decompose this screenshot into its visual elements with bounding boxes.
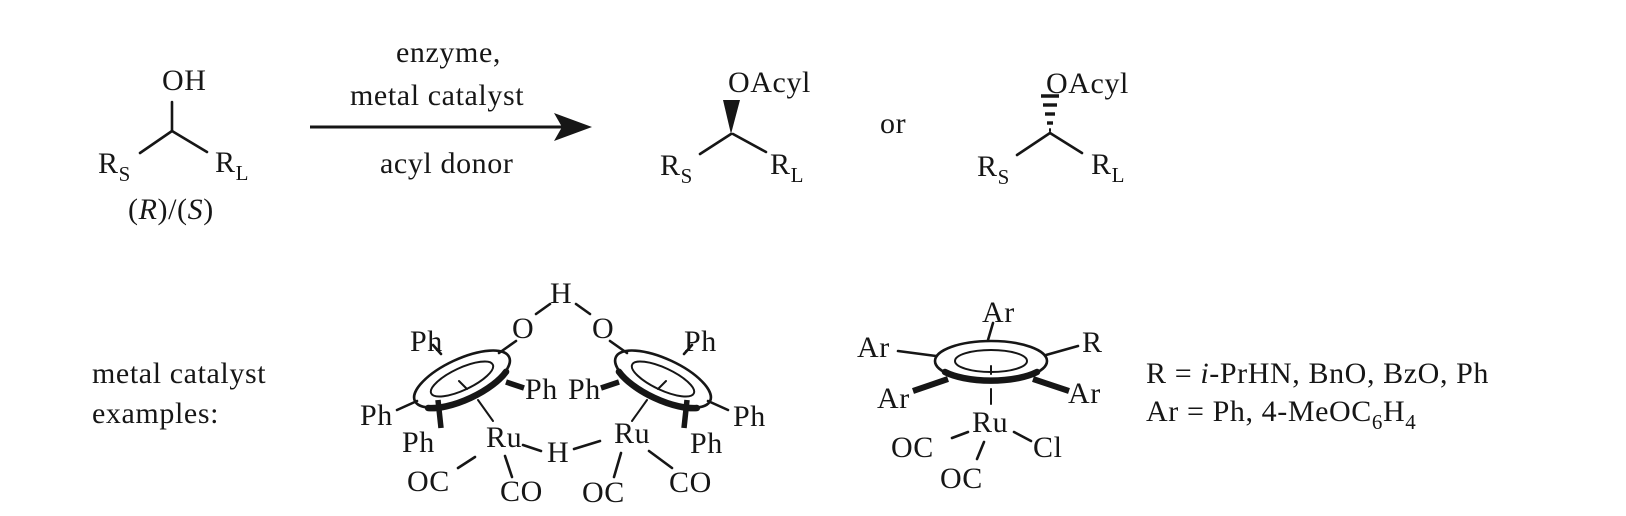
bond <box>503 454 514 479</box>
condition-above-1: enzyme, <box>396 36 501 69</box>
legend-r-line: R = i-PrHN, BnO, BzO, Ph <box>1146 357 1489 390</box>
phenyl-label: Ph <box>360 399 393 432</box>
bond <box>986 321 995 342</box>
carbonyl-label: OC <box>407 465 450 498</box>
bridging-proton-label: H <box>550 277 572 310</box>
product-wedge-structure: OAcyl RS RL <box>660 66 811 188</box>
product-hash-structure: OAcyl RS RL <box>977 67 1129 189</box>
r-large-label: RL <box>215 146 249 185</box>
tetraaryl-cp-ru-catalyst-structure: Ar Ar R Ar Ar Ru OC Cl OC <box>857 296 1103 495</box>
eta-bond-dash <box>657 380 667 390</box>
ring-bold-edge <box>941 368 1041 384</box>
bond <box>1048 131 1084 155</box>
bond <box>950 430 970 440</box>
condition-above-2: metal catalyst <box>350 79 524 112</box>
bond <box>572 439 602 451</box>
aryl-label: Ar <box>1068 377 1101 410</box>
phenyl-label: Ph <box>684 325 717 358</box>
arrowhead <box>554 113 592 141</box>
r-small-label: RS <box>977 150 1010 189</box>
bond <box>534 302 552 316</box>
chloride-label: Cl <box>1033 431 1063 464</box>
bond <box>682 343 694 356</box>
bond-bold <box>505 379 525 391</box>
bond <box>1015 131 1052 157</box>
bond <box>170 129 209 154</box>
hydroxyl-label: OH <box>162 64 207 97</box>
bond <box>395 399 419 412</box>
bond <box>647 449 674 470</box>
bond-bold <box>435 399 444 429</box>
bond <box>1044 344 1080 357</box>
reactant-structure: OH RS RL (R)/(S) <box>98 64 249 226</box>
bridging-hydride-label: H <box>547 436 569 469</box>
aryl-label: Ar <box>877 382 910 415</box>
oacyl-label: OAcyl <box>1046 67 1129 100</box>
bond <box>1012 430 1033 443</box>
carbonyl-label: CO <box>669 466 712 499</box>
r-small-label: RS <box>98 147 131 186</box>
catalyst-caption: metal catalyst examples: <box>92 357 266 430</box>
bond <box>706 399 730 412</box>
carbonyl-label: OC <box>891 431 934 464</box>
aryl-label: Ar <box>857 331 890 364</box>
eta-bond <box>631 399 648 422</box>
r-large-label: RL <box>770 148 804 187</box>
r-small-label: RS <box>660 149 693 188</box>
oxygen-label: O <box>512 312 534 345</box>
carbonyl-label: OC <box>940 462 983 495</box>
wedge-bond <box>723 100 740 134</box>
legend-ar-line: Ar = Ph, 4-MeOC6H4 <box>1146 395 1416 434</box>
bond-bold <box>600 379 620 391</box>
bond <box>138 129 174 155</box>
bond-bold <box>681 399 690 429</box>
eta-bond <box>477 399 494 422</box>
bond <box>698 132 733 156</box>
phenyl-label: Ph <box>568 373 601 406</box>
ruthenium-label: Ru <box>972 406 1008 439</box>
bond <box>521 443 543 453</box>
phenyl-label: Ph <box>410 325 443 358</box>
phenyl-label: Ph <box>733 400 766 433</box>
bond <box>731 132 768 154</box>
phenyl-label: Ph <box>402 426 435 459</box>
bond <box>574 302 592 316</box>
reaction-arrow-group: enzyme, metal catalyst acyl donor <box>310 36 592 180</box>
substituent-legend: R = i-PrHN, BnO, BzO, Ph Ar = Ph, 4-MeOC… <box>1146 357 1489 434</box>
bond-bold <box>1032 376 1070 394</box>
bond <box>612 451 623 479</box>
ring-inner <box>429 360 495 398</box>
eta-bond-dash <box>458 380 468 390</box>
stereo-descriptor: (R)/(S) <box>128 193 214 226</box>
ring-inner <box>630 360 696 398</box>
cp-ring <box>933 339 1049 384</box>
bond <box>896 349 938 358</box>
bond <box>975 440 986 461</box>
condition-below: acyl donor <box>380 147 513 180</box>
phenyl-label: Ph <box>525 373 558 406</box>
ruthenium-label: Ru <box>614 417 650 450</box>
shvo-catalyst-structure: H O O Ph Ph Ph P <box>360 277 766 509</box>
ruthenium-label: Ru <box>486 421 522 454</box>
oxygen-label: O <box>592 312 614 345</box>
or-label: or <box>880 107 906 140</box>
bond-bold <box>912 376 949 394</box>
r-large-label: RL <box>1091 148 1125 187</box>
r-substituent-label: R <box>1082 326 1103 359</box>
carbonyl-label: CO <box>500 475 543 508</box>
caption-line-1: metal catalyst <box>92 357 266 390</box>
carbonyl-label: OC <box>582 476 625 509</box>
phenyl-label: Ph <box>690 427 723 460</box>
bond <box>431 343 443 356</box>
aryl-label: Ar <box>982 296 1015 329</box>
oacyl-label: OAcyl <box>728 66 811 99</box>
caption-line-2: examples: <box>92 397 219 430</box>
bond <box>456 455 477 470</box>
